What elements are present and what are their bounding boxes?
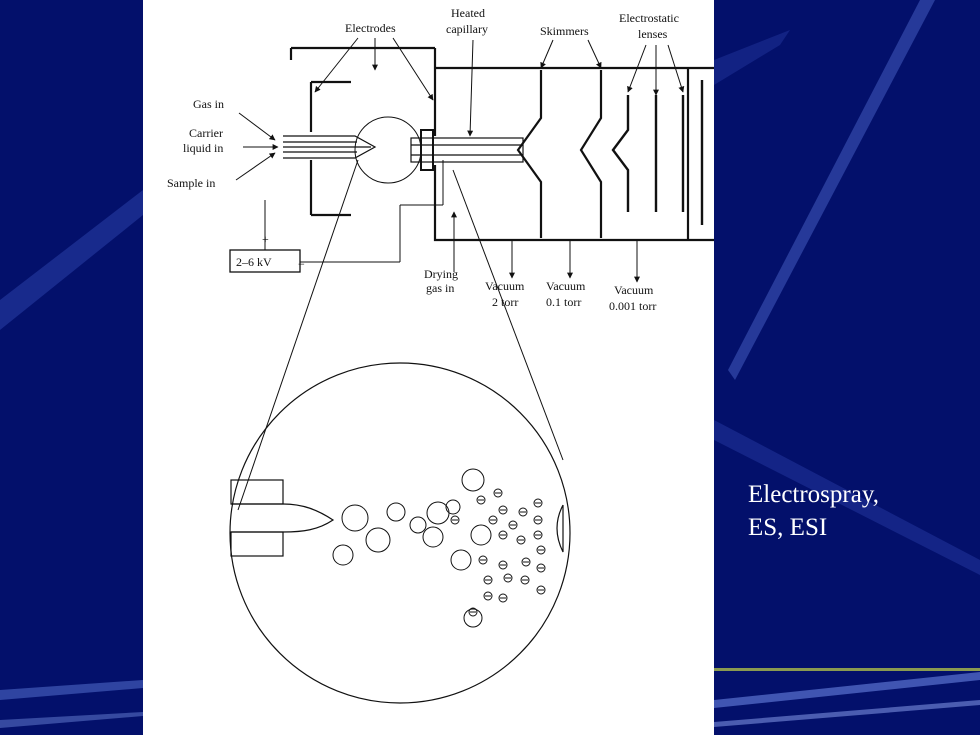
ion — [498, 593, 508, 603]
ion — [503, 573, 513, 583]
label-drying: Drying — [424, 267, 458, 281]
label-skimmers: Skimmers — [540, 24, 589, 38]
droplet — [463, 608, 483, 628]
label-sample-in: Sample in — [167, 176, 215, 190]
zoom-lines — [237, 159, 564, 511]
ion — [533, 498, 543, 508]
heated-capillary — [410, 129, 524, 171]
label-gas-in-2: gas in — [426, 281, 454, 295]
ion — [476, 495, 486, 505]
ion — [488, 515, 498, 525]
electrospray-diagram: Electrodes Heated capillary Skimmers Ele… — [167, 6, 714, 704]
power-supply — [229, 160, 444, 273]
label-vacuum-1: Vacuum — [485, 279, 525, 293]
label-gas-in: Gas in — [193, 97, 224, 111]
ion — [468, 607, 478, 617]
label-minus: − — [298, 257, 305, 271]
droplet — [409, 516, 427, 534]
label-liquid-in: liquid in — [183, 141, 223, 155]
label-capillary: capillary — [446, 22, 488, 36]
ion — [483, 591, 493, 601]
spray-needle — [283, 135, 377, 159]
droplet — [470, 524, 492, 546]
vacuum-lines — [451, 211, 640, 283]
droplet — [461, 468, 485, 492]
ion — [536, 585, 546, 595]
droplet — [365, 527, 391, 553]
label-heated: Heated — [451, 6, 485, 20]
droplet — [332, 544, 354, 566]
label-torr-2: 0.1 torr — [546, 295, 581, 309]
ion — [450, 515, 460, 525]
label-voltage: 2–6 kV — [236, 255, 272, 269]
ion — [520, 575, 530, 585]
pointer-arrows — [235, 37, 685, 181]
label-vacuum-2: Vacuum — [546, 279, 586, 293]
magnified-view-circle — [229, 362, 571, 704]
ion — [516, 535, 526, 545]
droplet — [386, 502, 406, 522]
ion — [483, 575, 493, 585]
ion — [521, 557, 531, 567]
ion — [478, 555, 488, 565]
ion — [498, 505, 508, 515]
slide-caption: Electrospray, ES, ESI — [748, 478, 968, 544]
ion — [493, 488, 503, 498]
exit-lens — [556, 504, 564, 553]
ion — [498, 530, 508, 540]
droplet — [422, 526, 444, 548]
droplet — [341, 504, 369, 532]
label-vacuum-3: Vacuum — [614, 283, 654, 297]
ion-source-chamber — [289, 46, 714, 242]
ion — [533, 530, 543, 540]
electrostatic-lenses — [611, 80, 704, 225]
skimmers — [516, 70, 603, 238]
ion — [533, 515, 543, 525]
label-lenses: lenses — [638, 27, 668, 41]
label-carrier: Carrier — [189, 126, 223, 140]
ion — [536, 563, 546, 573]
magnified-capillary — [230, 479, 335, 557]
ion — [498, 560, 508, 570]
label-torr-3: 0.001 torr — [609, 299, 656, 313]
caption-line-2: ES, ESI — [748, 514, 828, 541]
diagram-panel: Electrodes Heated capillary Skimmers Ele… — [143, 0, 714, 735]
ion — [508, 520, 518, 530]
caption-line-1: Electrospray, — [748, 481, 879, 508]
ion — [536, 545, 546, 555]
label-electrostatic: Electrostatic — [619, 11, 679, 25]
label-torr-1: 2 torr — [492, 295, 518, 309]
label-electrodes: Electrodes — [345, 21, 396, 35]
droplets — [332, 468, 546, 628]
ion — [518, 507, 528, 517]
droplet — [450, 549, 472, 571]
droplet — [445, 499, 461, 515]
